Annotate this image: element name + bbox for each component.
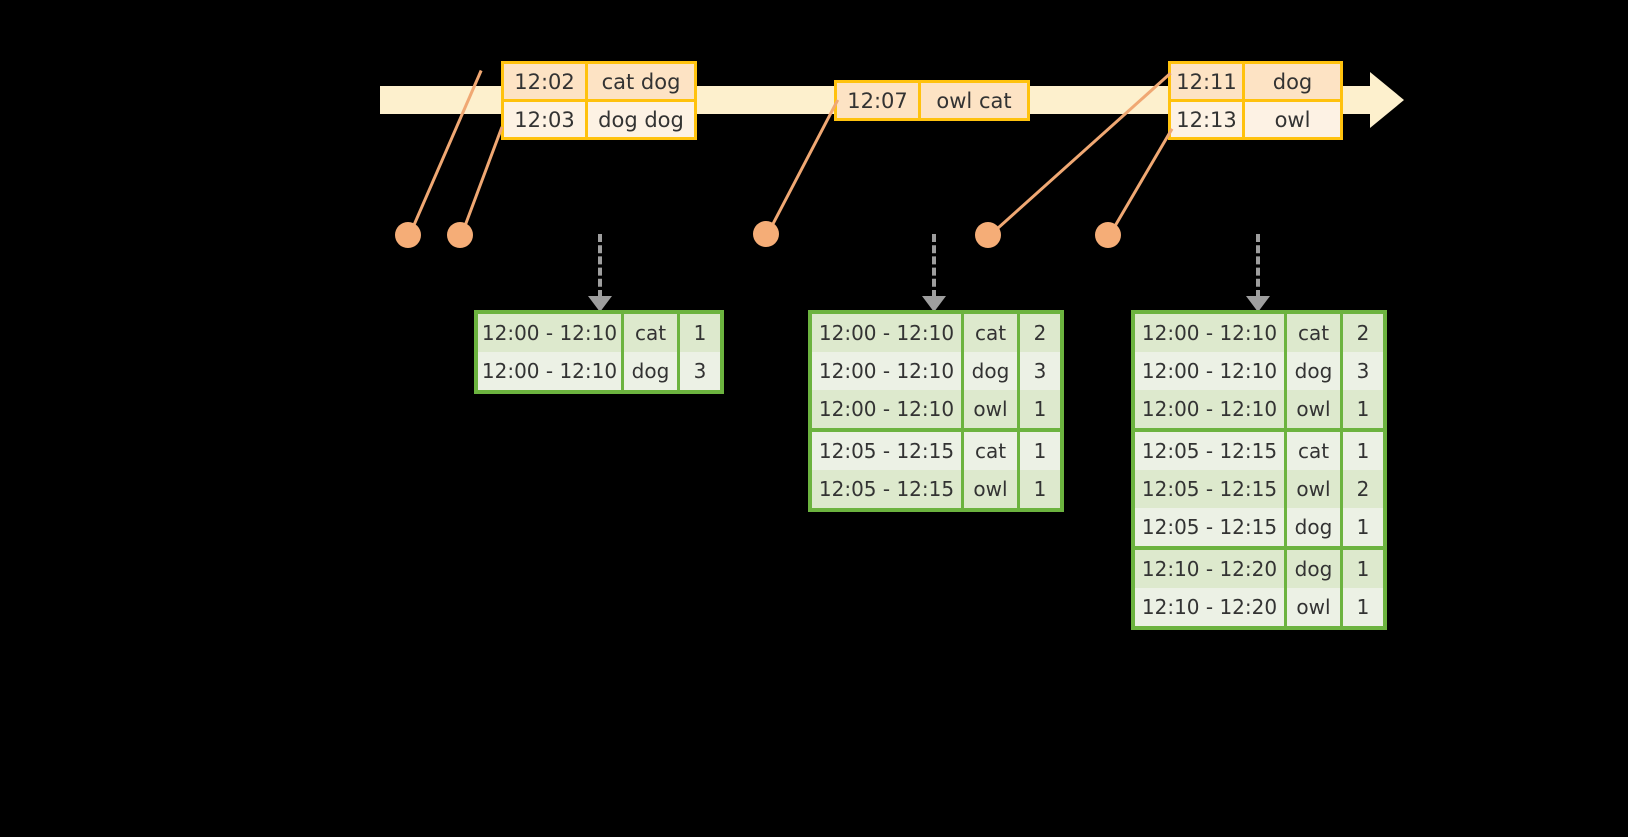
cell-count: 2 — [1020, 314, 1060, 352]
connector-line — [1108, 128, 1174, 237]
event-box-group-3[interactable]: 12:11 dog 12:13 owl — [1168, 61, 1343, 140]
cell-word: dog — [964, 352, 1020, 390]
cell-word: dog — [1287, 508, 1343, 546]
cell-word: dog — [624, 352, 680, 390]
connector-dot — [395, 222, 421, 248]
cell-window: 12:05 - 12:15 — [1135, 432, 1287, 470]
cell-count: 3 — [1020, 352, 1060, 390]
cell-word: owl — [1287, 470, 1343, 508]
cell-word: cat — [1287, 432, 1343, 470]
connector-line — [766, 99, 840, 236]
connector-line — [460, 126, 504, 237]
event-row: 12:11 dog — [1171, 64, 1340, 99]
cell-word: dog — [1287, 550, 1343, 588]
event-time: 12:13 — [1171, 102, 1245, 137]
cell-word: cat — [1287, 314, 1343, 352]
cell-count: 1 — [1020, 432, 1060, 470]
cell-word: cat — [964, 314, 1020, 352]
event-words: dog — [1245, 64, 1340, 99]
cell-count: 1 — [1343, 550, 1383, 588]
cell-window: 12:00 - 12:10 — [1135, 352, 1287, 390]
event-row: 12:13 owl — [1171, 99, 1340, 137]
cell-window: 12:00 - 12:10 — [478, 314, 624, 352]
flow-arrow-shaft — [598, 234, 602, 298]
cell-word: owl — [964, 470, 1020, 508]
cell-count: 2 — [1343, 314, 1383, 352]
event-box-group-2[interactable]: 12:07 owl cat — [834, 80, 1030, 121]
event-time: 12:11 — [1171, 64, 1245, 99]
event-words: cat dog — [588, 64, 694, 99]
cell-window: 12:00 - 12:10 — [812, 314, 964, 352]
event-words: owl cat — [921, 83, 1027, 118]
event-time: 12:03 — [504, 102, 588, 137]
cell-window: 12:05 - 12:15 — [812, 432, 964, 470]
cell-count: 1 — [1020, 390, 1060, 428]
event-words: dog dog — [588, 102, 694, 137]
cell-window: 12:05 - 12:15 — [1135, 470, 1287, 508]
cell-window: 12:00 - 12:10 — [1135, 390, 1287, 428]
cell-count: 1 — [1343, 588, 1383, 626]
connector-dot — [975, 222, 1001, 248]
cell-window: 12:10 - 12:20 — [1135, 550, 1287, 588]
cell-word: dog — [1287, 352, 1343, 390]
cell-window: 12:10 - 12:20 — [1135, 588, 1287, 626]
cell-window: 12:00 - 12:10 — [1135, 314, 1287, 352]
cell-window: 12:05 - 12:15 — [1135, 508, 1287, 546]
cell-word: owl — [964, 390, 1020, 428]
flow-arrow-shaft — [1256, 234, 1260, 298]
flow-arrow-head-icon — [588, 296, 612, 312]
cell-window: 12:00 - 12:10 — [812, 390, 964, 428]
cell-word: cat — [624, 314, 680, 352]
cell-count: 3 — [1343, 352, 1383, 390]
flow-arrow-head-icon — [922, 296, 946, 312]
cell-word: cat — [964, 432, 1020, 470]
event-row: 12:02 cat dog — [504, 64, 694, 99]
connector-dot — [447, 222, 473, 248]
event-row: 12:07 owl cat — [837, 83, 1027, 118]
event-box-group-1[interactable]: 12:02 cat dog 12:03 dog dog — [501, 61, 697, 140]
flow-arrow-shaft — [932, 234, 936, 298]
cell-window: 12:00 - 12:10 — [478, 352, 624, 390]
cell-window: 12:00 - 12:10 — [812, 352, 964, 390]
cell-count: 1 — [1343, 508, 1383, 546]
cell-count: 1 — [1343, 390, 1383, 428]
event-words: owl — [1245, 102, 1340, 137]
cell-count: 1 — [1020, 470, 1060, 508]
cell-window: 12:05 - 12:15 — [812, 470, 964, 508]
timeline-arrowhead — [1370, 72, 1404, 128]
cell-count: 1 — [680, 314, 720, 352]
cell-count: 3 — [680, 352, 720, 390]
cell-word: owl — [1287, 588, 1343, 626]
connector-dot — [753, 221, 779, 247]
connector-dot — [1095, 222, 1121, 248]
flow-arrow-head-icon — [1246, 296, 1270, 312]
cell-word: owl — [1287, 390, 1343, 428]
cell-count: 1 — [1343, 432, 1383, 470]
event-time: 12:02 — [504, 64, 588, 99]
event-row: 12:03 dog dog — [504, 99, 694, 137]
cell-count: 2 — [1343, 470, 1383, 508]
event-time: 12:07 — [837, 83, 921, 118]
